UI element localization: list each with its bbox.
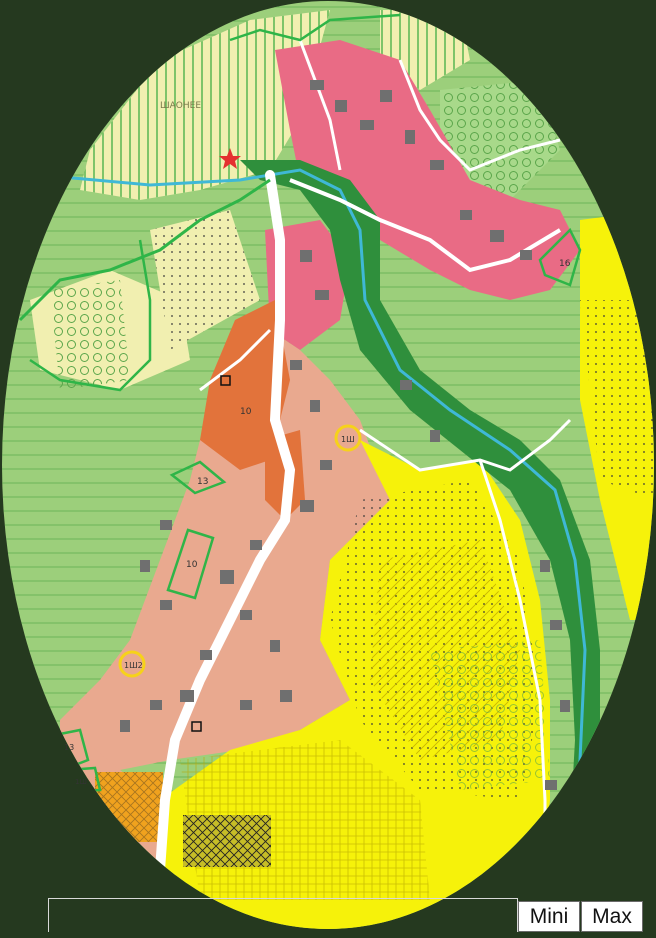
label-top-text: ШАОНЕЕ: [160, 101, 201, 111]
label-zone-h: 1Ш: [75, 778, 87, 786]
zoom-mini-button[interactable]: Mini: [518, 901, 580, 932]
label-zone-e: 1Ш2: [124, 661, 143, 670]
label-zone-g: 1Ш: [341, 435, 355, 444]
label-zone-f: 13: [64, 743, 74, 752]
label-zone-b: 10: [240, 407, 252, 417]
label-zone-c: 10: [186, 560, 198, 570]
zoom-bar: [48, 898, 518, 932]
zoom-max-button[interactable]: Max: [581, 901, 643, 932]
label-zone-a: 13: [197, 477, 208, 487]
label-zone-d: 16: [559, 259, 571, 269]
